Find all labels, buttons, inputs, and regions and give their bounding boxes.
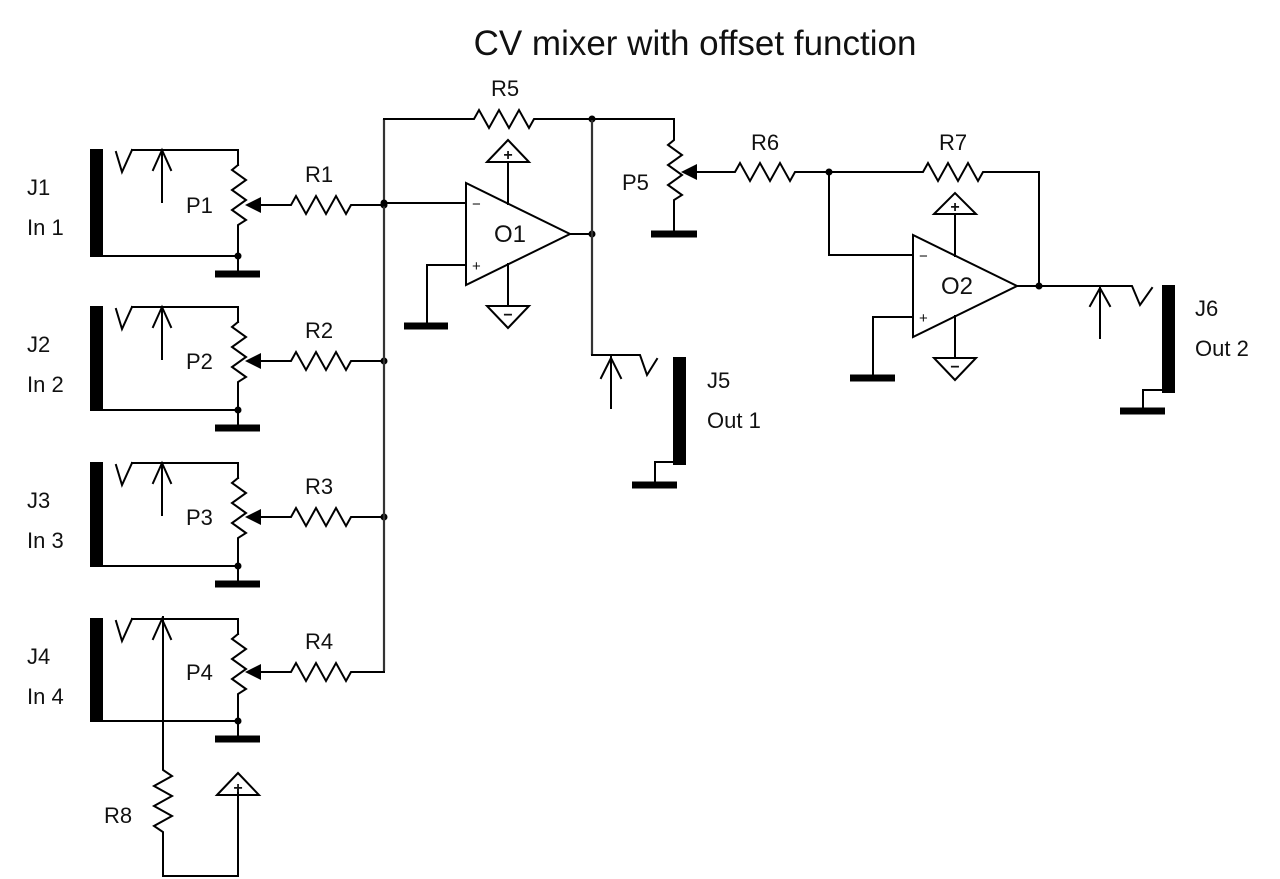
resistor-r5: R5 [383, 76, 593, 131]
supply-negative-o2-icon [931, 357, 979, 382]
p5-wiper-icon [681, 164, 697, 180]
pot-label: P4 [186, 660, 213, 685]
supply-positive-r8-icon [214, 771, 262, 796]
o2-minus-sign: − [919, 248, 928, 265]
resistor-r8: R8 [104, 616, 239, 877]
j6-output-label: Out 2 [1195, 336, 1249, 361]
resistor-r6: R6 [696, 130, 830, 184]
resistor-r4 [260, 660, 385, 684]
o2-label: O2 [941, 273, 973, 300]
pot-p5[interactable]: P5 [591, 118, 697, 238]
jack-j2[interactable] [90, 304, 239, 411]
input-label-4: In 4 [27, 684, 64, 709]
supply-positive-o2-icon [931, 191, 979, 215]
wiper-icon [245, 353, 261, 369]
pot-label: P2 [186, 349, 213, 374]
input-channel-1: J1 In 1 P1 R1 [27, 147, 388, 278]
resistor-r1 [260, 193, 385, 217]
pot-p2[interactable] [230, 320, 261, 431]
o2-supply-neg-sign: − [950, 359, 959, 376]
jack-j6[interactable]: J6 Out 2 [1038, 285, 1249, 415]
opamp-o2: − + O2 + − [828, 171, 1020, 382]
r8-label: R8 [104, 803, 132, 828]
r8-supply-pos-sign: + [233, 780, 242, 797]
r7-label: R7 [939, 130, 967, 155]
pot-p4[interactable] [230, 632, 261, 742]
diagram-title: CV mixer with offset function [474, 24, 917, 63]
o1-label: O1 [494, 221, 526, 248]
resistor-label: R3 [305, 474, 333, 499]
opamp-o1: − + O1 + − [383, 138, 573, 330]
supply-positive-o1-icon [484, 138, 532, 163]
resistor-r7: R7 [828, 130, 1040, 287]
o1-plus-sign: + [472, 258, 481, 275]
pot-p1[interactable] [230, 163, 261, 277]
resistor-r2 [260, 349, 385, 373]
wiper-icon [245, 664, 261, 680]
input-channel-2: J2 In 2 P2 R2 [27, 304, 388, 432]
input-label-1: In 1 [27, 215, 64, 240]
jack-j3[interactable] [90, 460, 239, 567]
jack-j4-label: J4 [27, 644, 50, 669]
resistor-label: R1 [305, 162, 333, 187]
input-channel-4: J4 In 4 P4 R4 [27, 616, 385, 743]
jack-j1[interactable] [90, 147, 239, 257]
j5-label: J5 [707, 368, 730, 393]
resistor-label: R4 [305, 629, 333, 654]
r5-label: R5 [491, 76, 519, 101]
o2-supply-pos-sign: + [950, 199, 959, 216]
o1-supply-neg-sign: − [503, 307, 512, 324]
input-channel-3: J3 In 3 P3 R3 [27, 460, 388, 588]
jack-j1-label: J1 [27, 175, 50, 200]
pot-p3[interactable] [230, 476, 261, 587]
jack-j5[interactable]: J5 Out 1 [591, 354, 761, 489]
j5-output-label: Out 1 [707, 408, 761, 433]
o1-supply-pos-sign: + [503, 147, 512, 164]
node-sum-r1 [380, 199, 388, 207]
resistor-r3 [260, 505, 385, 529]
r6-label: R6 [751, 130, 779, 155]
j6-label: J6 [1195, 296, 1218, 321]
pot-label: P1 [186, 193, 213, 218]
wiper-icon [245, 509, 261, 525]
wiper-icon [245, 197, 261, 213]
o2-plus-sign: + [919, 310, 928, 327]
input-label-3: In 3 [27, 528, 64, 553]
resistor-label: R2 [305, 318, 333, 343]
jack-j4[interactable] [90, 616, 239, 722]
pot-label: P3 [186, 505, 213, 530]
supply-negative-o1-icon [484, 305, 532, 330]
p5-label: P5 [622, 170, 649, 195]
input-label-2: In 2 [27, 372, 64, 397]
jack-j3-label: J3 [27, 488, 50, 513]
o1-minus-sign: − [472, 196, 481, 213]
jack-j2-label: J2 [27, 332, 50, 357]
